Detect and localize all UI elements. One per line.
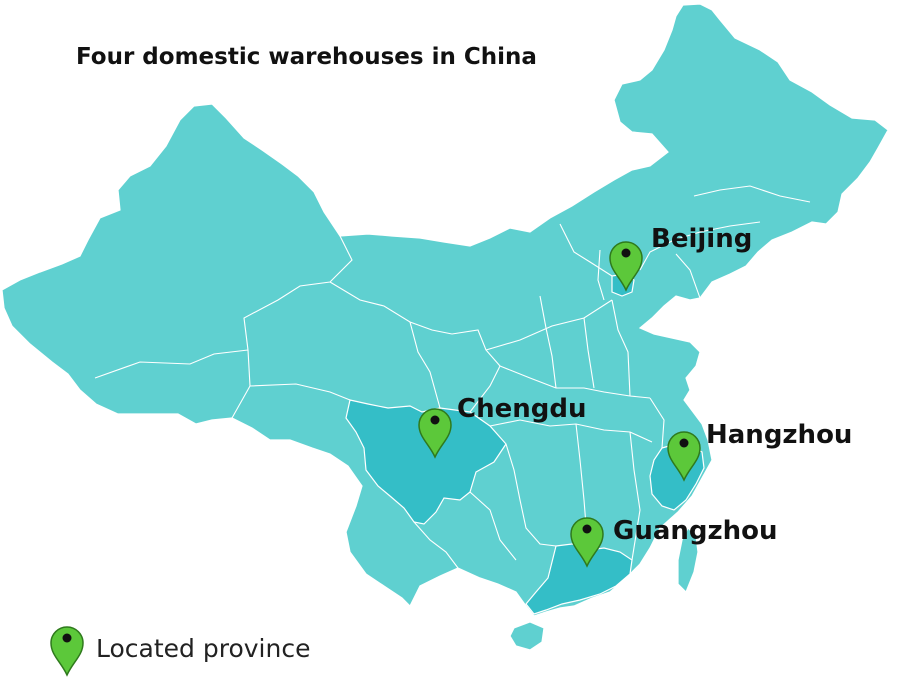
hainan-island <box>509 621 545 651</box>
legend-label: Located province <box>96 634 311 663</box>
legend-location-pin-icon <box>50 626 84 676</box>
beijing-pin-icon[interactable] <box>609 241 643 291</box>
taiwan-island <box>677 526 699 594</box>
guangzhou-pin-icon[interactable] <box>570 517 604 567</box>
hangzhou-pin-icon[interactable] <box>667 431 701 481</box>
province-boundaries <box>94 185 811 569</box>
chengdu-label: Chengdu <box>457 394 587 424</box>
guangdong-province-highlight <box>525 543 633 615</box>
map-title: Four domestic warehouses in China <box>76 44 537 70</box>
chengdu-pin-icon[interactable] <box>418 408 452 458</box>
beijing-label: Beijing <box>651 224 753 254</box>
guangzhou-label: Guangzhou <box>613 516 778 546</box>
hangzhou-label: Hangzhou <box>706 420 853 450</box>
sichuan-province-highlight <box>345 399 507 525</box>
